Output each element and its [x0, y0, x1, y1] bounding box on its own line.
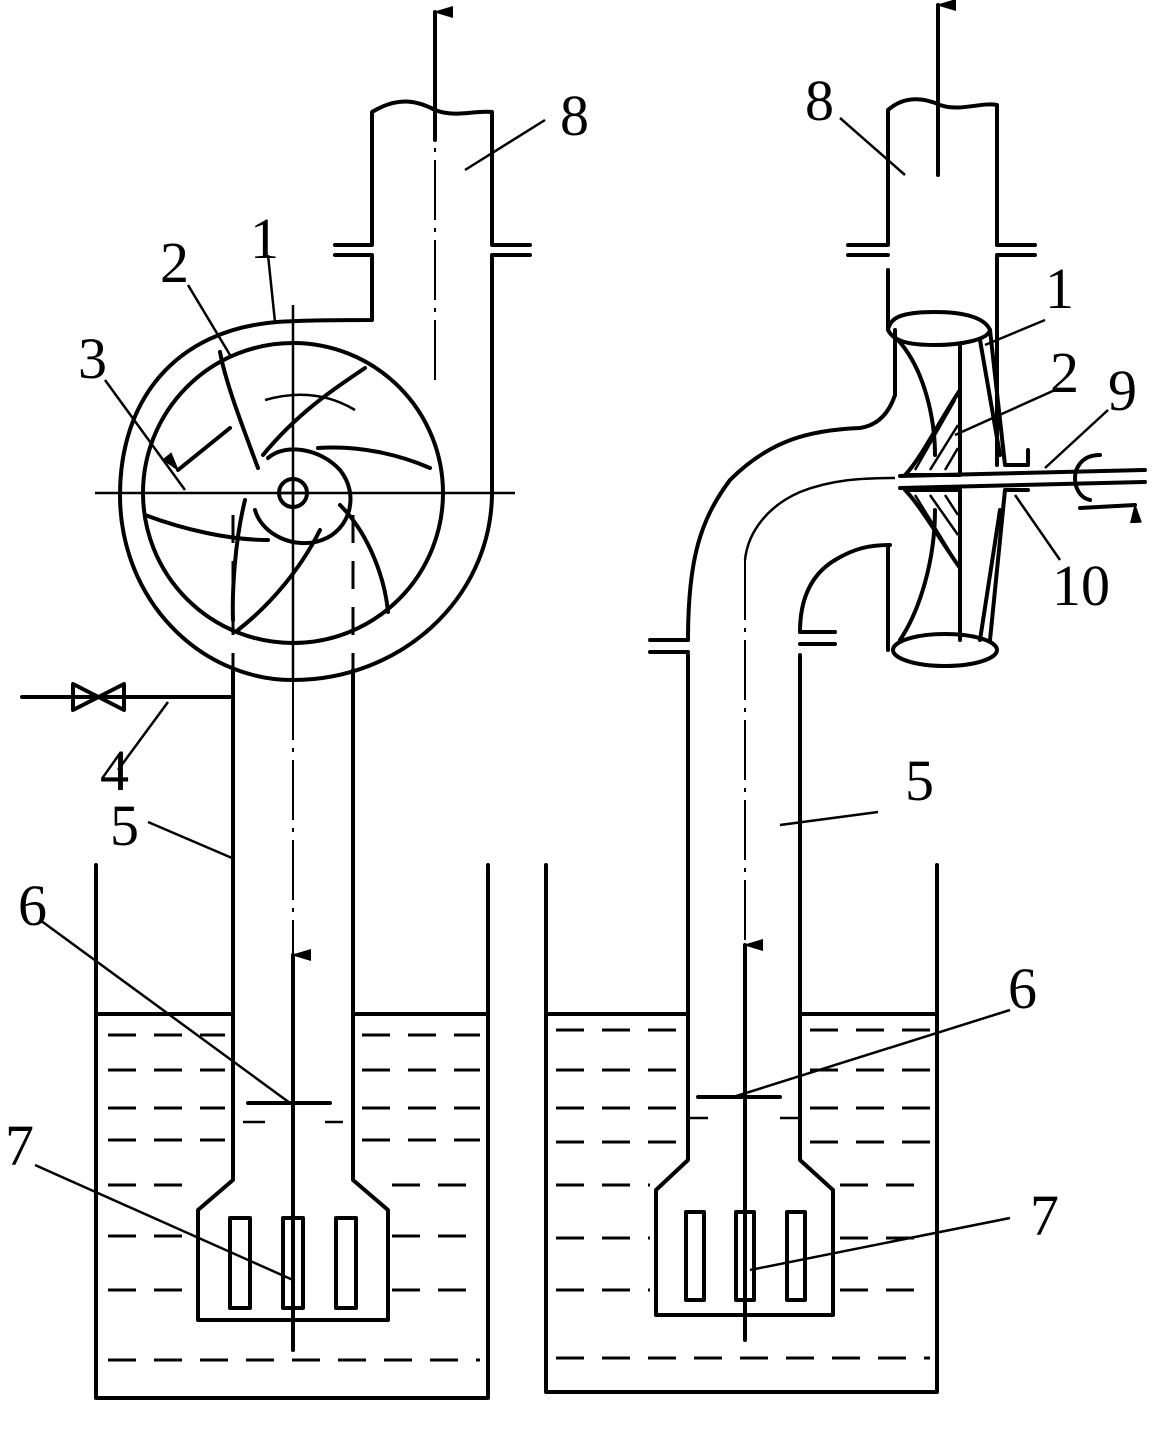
left-priming-line	[20, 682, 235, 712]
right-shaft	[898, 468, 1147, 478]
right-water-dashes	[556, 1028, 930, 1360]
right-water-tank	[544, 863, 939, 1394]
right-label-seal: 10	[1052, 553, 1110, 618]
right-label-shaft: 9	[1108, 358, 1137, 423]
left-suction-pipe	[196, 668, 390, 1352]
left-pump-figure: 1 2 3 4 5 6 7 8	[5, 6, 589, 1400]
valve-icon	[71, 682, 126, 712]
right-label-discharge: 8	[805, 68, 834, 133]
right-label-strainer: 7	[1030, 1183, 1059, 1248]
left-label-impeller: 2	[160, 230, 189, 295]
left-label-foot-valve: 6	[18, 873, 47, 938]
right-elbow-pipe	[686, 393, 897, 642]
left-label-blade: 3	[78, 326, 107, 391]
left-strainer-slot	[334, 1216, 358, 1310]
right-strainer-slot	[785, 1210, 807, 1302]
right-pump-casing	[846, 0, 1147, 668]
right-suction-pipe	[648, 560, 837, 1342]
left-label-strainer: 7	[5, 1113, 34, 1178]
right-impeller-hatch	[903, 388, 962, 570]
left-label-casing: 1	[250, 206, 279, 271]
left-water-dashes	[108, 1033, 480, 1362]
left-impeller-blades	[143, 350, 432, 632]
left-label-suction-pipe: 5	[110, 793, 139, 858]
left-strainer-slot	[228, 1216, 252, 1310]
right-label-foot-valve: 6	[1008, 956, 1037, 1021]
left-label-discharge: 8	[560, 83, 589, 148]
right-label-impeller: 2	[1050, 340, 1079, 405]
rotation-arrow	[162, 426, 232, 472]
rotation-arrow	[1078, 503, 1142, 524]
left-water-tank	[94, 863, 490, 1400]
left-label-priming: 4	[100, 738, 129, 803]
left-pump-casing	[95, 6, 532, 682]
right-label-suction-pipe: 5	[905, 748, 934, 813]
right-label-casing: 1	[1045, 256, 1074, 321]
right-pump-figure: 8 1 2 9 10 5 6 7	[544, 0, 1147, 1394]
right-strainer-slot	[684, 1210, 706, 1302]
